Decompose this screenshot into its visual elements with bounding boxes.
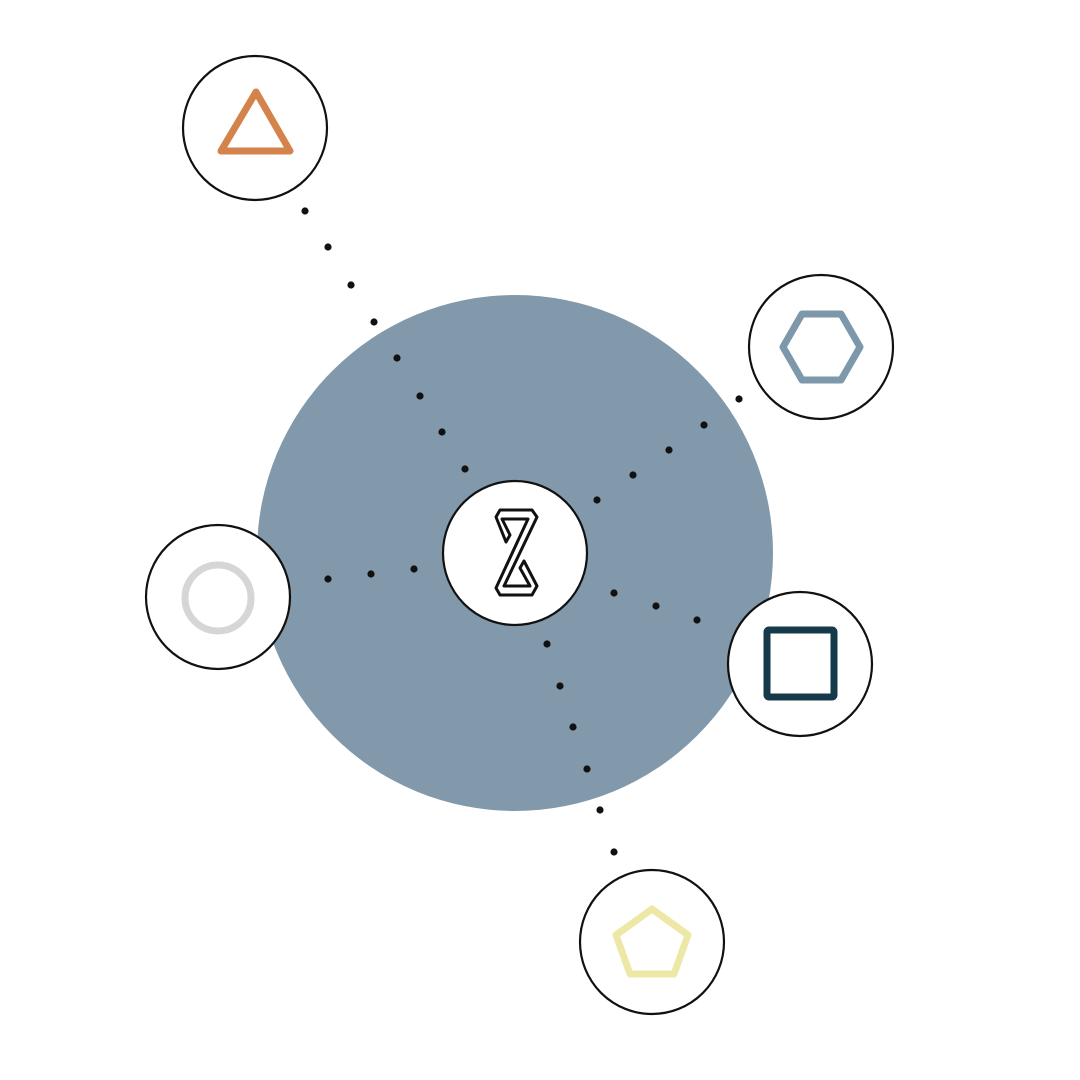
- node-square: [726, 590, 874, 738]
- circle-icon: [181, 561, 255, 635]
- triangle-icon: [217, 88, 294, 155]
- center-node: [441, 479, 589, 627]
- square-icon: [763, 626, 838, 701]
- connector-pentagon: [543, 640, 618, 856]
- z-logo-icon: [494, 508, 539, 597]
- node-pentagon: [578, 868, 726, 1016]
- node-hexagon: [747, 273, 895, 421]
- node-circle: [144, 523, 292, 671]
- connector-circle: [324, 565, 418, 583]
- pentagon-icon: [612, 905, 692, 978]
- node-triangle: [181, 54, 329, 202]
- hexagon-icon: [779, 310, 864, 384]
- connector-hexagon: [593, 395, 743, 504]
- connector-square: [610, 589, 701, 624]
- connector-triangle: [301, 207, 469, 473]
